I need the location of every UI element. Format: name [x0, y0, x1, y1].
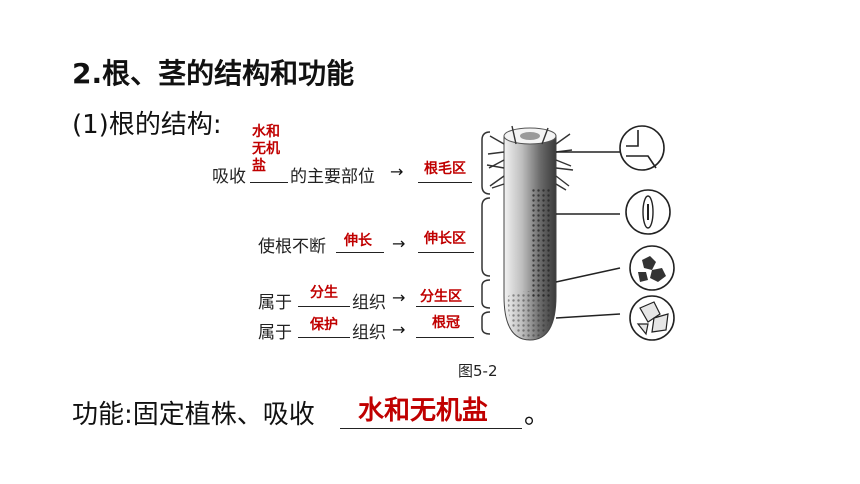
root-hairs [486, 125, 574, 191]
row4-answer: 保护 [310, 317, 338, 333]
row2-answer: 伸长 [344, 233, 372, 249]
row1-region-blank [418, 182, 472, 183]
row1-arrow: → [390, 162, 404, 181]
row2-arrow: → [392, 234, 406, 253]
function-answer: 水和无机盐 [358, 396, 489, 426]
root-hair-cell-detail [619, 125, 665, 171]
row2-blank [336, 252, 384, 253]
row3-suffix: 组织 [352, 293, 386, 313]
row1-region: 根毛区 [424, 161, 466, 177]
function-blank [340, 428, 522, 429]
row3-arrow: → [392, 288, 406, 307]
function-period: 。 [524, 400, 551, 430]
root-structure-illustration [481, 125, 675, 341]
row3-region-blank [416, 306, 474, 307]
row4-blank [298, 337, 350, 338]
row1-suffix: 的主要部位 [290, 167, 375, 187]
row3-blank [298, 306, 350, 307]
figure-caption: 图5-2 [458, 362, 498, 380]
row1-blank [250, 182, 288, 183]
subsection-title: (1)根的结构: [72, 110, 222, 140]
row4-arrow: → [392, 320, 406, 339]
answer-water-minerals-stacked: 水和 无机 盐 [252, 124, 280, 175]
row2-region-blank [418, 252, 474, 253]
row2-region: 伸长区 [424, 231, 466, 247]
root-cap [507, 291, 553, 340]
section-title: 2.根、茎的结构和功能 [72, 57, 355, 90]
row3-region: 分生区 [420, 289, 462, 305]
row3-prefix: 属于 [258, 293, 292, 313]
row4-prefix: 属于 [258, 323, 292, 343]
row4-region: 根冠 [432, 315, 460, 331]
row3-answer: 分生 [310, 285, 338, 301]
callout-lines [555, 151, 621, 319]
stele-tissue [530, 188, 552, 298]
answer-line-3: 盐 [252, 158, 266, 174]
row4-region-blank [416, 337, 474, 338]
answer-line-2: 无机 [252, 141, 280, 157]
row4-suffix: 组织 [352, 323, 386, 343]
function-text: 功能:固定植株、吸收 [72, 400, 315, 430]
answer-line-1: 水和 [252, 124, 280, 140]
row1-prefix: 吸收 [212, 167, 246, 187]
row2-prefix: 使根不断 [258, 237, 326, 257]
region-brackets [481, 131, 491, 335]
